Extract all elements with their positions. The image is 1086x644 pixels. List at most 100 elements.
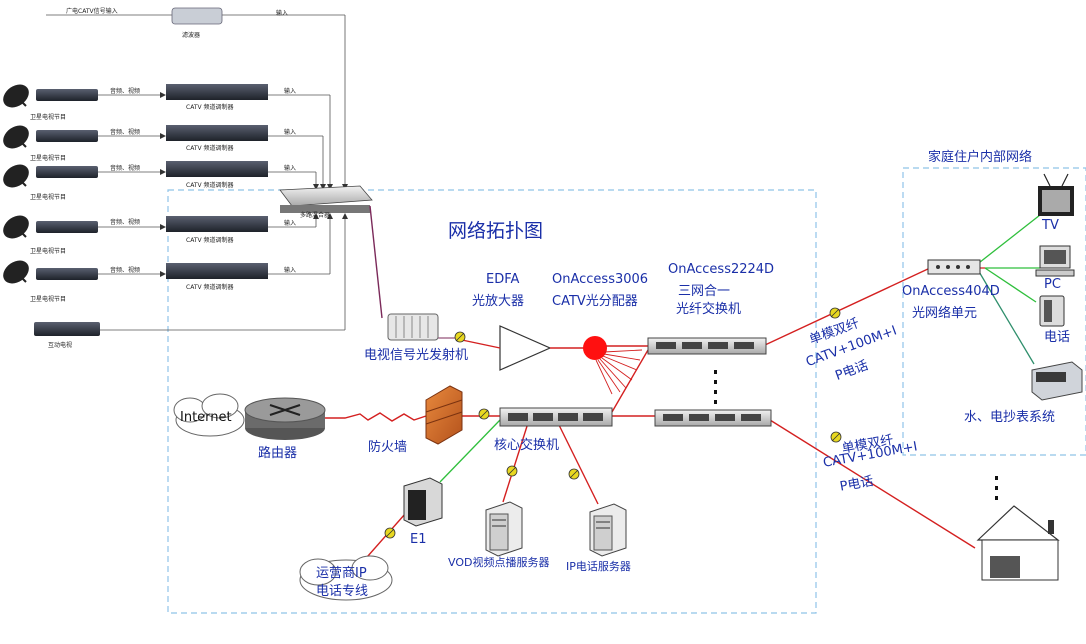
ip-line-label-2: 电话专线 (316, 584, 369, 599)
onu-icon (927, 259, 981, 275)
more-switches-dots (714, 370, 998, 500)
edfa-amplifier-icon (499, 325, 552, 371)
modulator-label: CATV 频道调制器 (186, 284, 234, 291)
pc-label: PC (1044, 277, 1061, 292)
catv-link (369, 205, 383, 319)
filter-label: 滤波器 (182, 32, 201, 39)
av-label: 音频、视频 (110, 88, 141, 95)
input-label: 输入 (284, 165, 297, 172)
meter-system-icon (1031, 361, 1083, 401)
ip-phone-server-icon (589, 503, 627, 557)
satellite-dish-icon (3, 125, 29, 149)
satellite-label: 卫星电视节目 (30, 155, 67, 162)
access-switch-label: OnAccess2224D (668, 262, 775, 277)
satellite-label: 卫星电视节目 (30, 194, 67, 201)
receiver-icon (36, 166, 98, 178)
phone-icon (1039, 295, 1065, 327)
receiver-icon (36, 221, 98, 233)
vod-server-icon (485, 501, 523, 557)
input-label: 输入 (284, 129, 297, 136)
ethernet-links (439, 214, 1041, 483)
satellite-dish-icon (3, 260, 29, 284)
tv-label: TV (1042, 218, 1059, 233)
filter-icon (171, 7, 223, 25)
tv-icon (1038, 173, 1074, 216)
modulator-icon (166, 263, 268, 279)
firewall-label: 防火墙 (368, 440, 408, 455)
av-label: 音频、视频 (110, 267, 141, 274)
onu-meter-link (977, 269, 1035, 365)
core-switch-label: 核心交换机 (494, 438, 560, 453)
input-label: 输入 (284, 88, 297, 95)
satellite-dish-icon (3, 164, 29, 188)
modulator-label: CATV 频道调制器 (186, 182, 234, 189)
home-network-frame (902, 167, 1086, 456)
satellite-label: 卫星电视节目 (30, 114, 67, 121)
onu-label: OnAccess404D (902, 284, 1000, 299)
av-label: 音频、视频 (110, 219, 141, 226)
topology-frame (167, 189, 817, 614)
access-switch-label-2: 三网合一 (678, 284, 731, 299)
catv-modulators (166, 84, 268, 279)
satellite-receivers (34, 89, 100, 336)
catv-splitter-icon (583, 336, 607, 360)
internet-label: Internet (180, 410, 232, 425)
vod-server-label: VOD视频点播服务器 (448, 556, 550, 569)
satellite-label: 卫星电视节目 (30, 296, 67, 303)
optical-tx-label: 电视信号光发射机 (364, 348, 469, 363)
modulator-icon (166, 84, 268, 100)
satellite-dish-icon (3, 84, 29, 108)
mixer-icon (279, 185, 373, 207)
phone-label: 电话 (1044, 330, 1071, 345)
interactive-tv-box-icon (34, 322, 100, 336)
input-label: 输入 (284, 220, 297, 227)
headend-arrows (160, 92, 348, 277)
e1-label: E1 (410, 532, 427, 547)
av-label: 音频、视频 (110, 165, 141, 172)
receiver-icon (36, 130, 98, 142)
edfa-label: EDFA (486, 272, 520, 287)
splitter-label: OnAccess3006 (552, 272, 649, 287)
onu-cn-label: 光网络单元 (912, 306, 978, 321)
ip-line-cloud-icon (299, 555, 393, 601)
access-switch-icon (654, 409, 772, 427)
router-icon (244, 397, 326, 440)
interactive-tv-label: 互动电视 (48, 342, 73, 349)
av-label: 音频、视频 (110, 129, 141, 136)
splitter-cn-label: CATV光分配器 (552, 294, 638, 309)
connector-markers (384, 307, 842, 539)
modulator-icon (166, 216, 268, 232)
ip-phone-server-label: IP电话服务器 (566, 560, 631, 573)
diagram-title: 网络拓扑图 (448, 220, 544, 242)
e1-gateway-icon (403, 477, 443, 527)
home-network-title: 家庭住户内部网络 (928, 150, 1033, 165)
satellite-dish-icon (3, 215, 29, 239)
splitter-fan (595, 349, 643, 395)
meter-label: 水、电抄表系统 (964, 410, 1056, 425)
receiver-icon (36, 268, 98, 280)
satellite-label: 卫星电视节目 (30, 248, 67, 255)
router-label: 路由器 (258, 446, 298, 461)
optical-transmitter-icon (387, 313, 439, 341)
pc-icon (1035, 245, 1075, 277)
headend-wiring (46, 14, 346, 331)
satellite-dishes (3, 84, 29, 284)
modulator-icon (166, 161, 268, 177)
input-label: 输入 (284, 267, 297, 274)
mixer-label: 多路混合器 (300, 212, 331, 219)
modulator-label: CATV 频道调制器 (186, 237, 234, 244)
catv-input-label: 广电CATV信号输入 (66, 8, 118, 15)
modulator-label: CATV 频道调制器 (186, 145, 234, 152)
internet-cloud-icon (173, 393, 245, 437)
firewall-icon (425, 385, 463, 445)
access-switch-label-3: 光纤交换机 (676, 302, 742, 317)
input-label: 输入 (276, 10, 289, 17)
house-icon (976, 505, 1060, 581)
access-switch-icon (647, 337, 767, 355)
edfa-cn-label: 光放大器 (472, 294, 525, 309)
modulator-icon (166, 125, 268, 141)
modulator-label: CATV 频道调制器 (186, 104, 234, 111)
receiver-icon (36, 89, 98, 101)
ip-line-label-1: 运营商IP (316, 566, 367, 581)
